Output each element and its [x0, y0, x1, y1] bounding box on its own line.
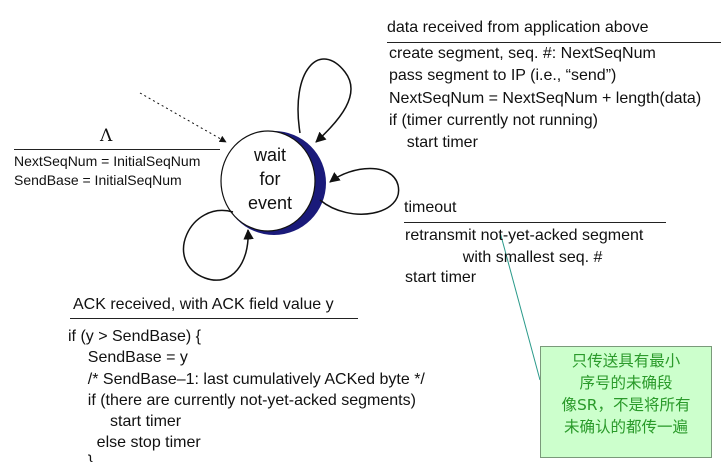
state-circle [220, 130, 316, 232]
loop-ack [182, 209, 254, 281]
timeout-action-1: retransmit not-yet-acked segment [405, 227, 644, 244]
callout-note: 只传送具有最小 序号的未确段 像SR，不是将所有 未确认的都传一遍 [540, 346, 712, 458]
data-event: data received from application above [387, 19, 649, 36]
ack-action-6: else stop timer [70, 434, 201, 451]
timeout-action-3: start timer [405, 269, 477, 286]
ack-action-3: /* SendBase–1: last cumulatively ACKed b… [70, 371, 425, 388]
note-pointer [499, 231, 541, 381]
data-action-3: NextSeqNum = NextSeqNum + length(data) [389, 90, 702, 107]
loop-timeout [319, 167, 400, 215]
data-action-1: create segment, seq. #: NextSeqNum [389, 45, 656, 62]
timeout-event: timeout [404, 199, 457, 216]
ack-action-1: if (y > SendBase) { [68, 328, 201, 345]
initial-arrow [139, 92, 227, 143]
note-line-3: 像SR，不是将所有 [561, 396, 691, 414]
ack-action-7: } [70, 453, 94, 462]
ack-action-5: start timer [70, 413, 182, 430]
ack-action-2: SendBase = y [70, 349, 188, 366]
init-event: Λ [100, 126, 113, 146]
ack-action-4: if (there are currently not-yet-acked se… [70, 392, 416, 409]
init-action-2: SendBase = InitialSeqNum [14, 172, 182, 188]
data-action-2: pass segment to IP (i.e., “send”) [389, 67, 617, 84]
ack-rule [70, 318, 358, 319]
state-label: wait for event [247, 145, 293, 213]
loop-data-received [297, 58, 352, 143]
timeout-rule [404, 222, 666, 223]
note-line-1: 只传送具有最小 [571, 352, 681, 370]
note-line-2: 序号的未确段 [579, 374, 673, 392]
init-action-1: NextSeqNum = InitialSeqNum [14, 153, 201, 169]
note-line-4: 未确认的都传一遍 [563, 418, 688, 436]
data-action-4: if (timer currently not running) [389, 112, 598, 129]
data-action-5: start timer [389, 134, 478, 151]
data-rule [387, 42, 721, 43]
init-rule [14, 149, 220, 150]
ack-event: ACK received, with ACK field value y [73, 296, 334, 313]
timeout-action-2: with smallest seq. # [405, 249, 603, 266]
